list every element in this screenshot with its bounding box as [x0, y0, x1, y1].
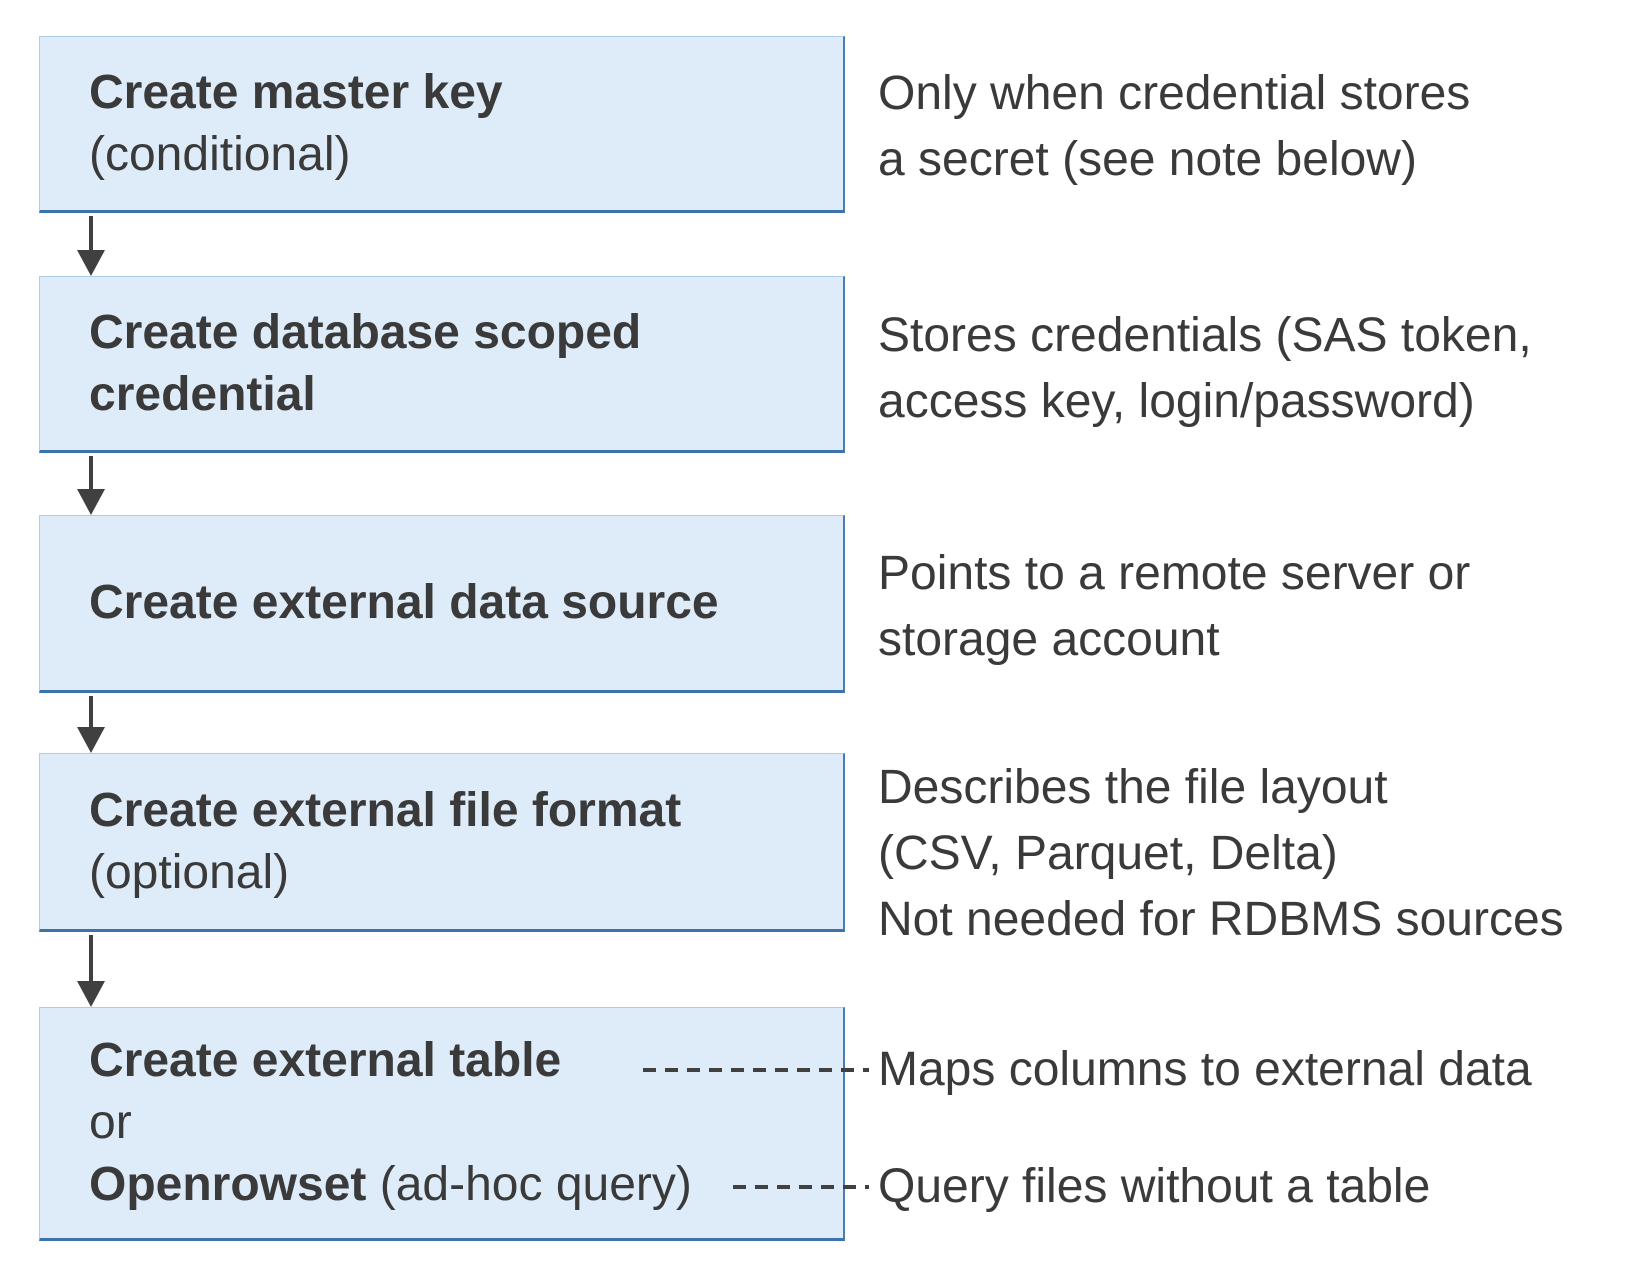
note-line: Maps columns to external data	[878, 1043, 1532, 1096]
dashed-connector-openrowset	[733, 1185, 869, 1189]
note-external-file-format: Describes the file layout (CSV, Parquet,…	[878, 755, 1564, 953]
arrow-shaft	[89, 216, 93, 250]
note-line: Stores credentials (SAS token,	[878, 309, 1532, 362]
flow-box-create-external-table-or-openrowset: Create external table or Openrowset (ad-…	[39, 1007, 845, 1241]
flow-arrow-down-4	[77, 935, 105, 1007]
box-title: Create external table	[89, 1034, 562, 1087]
arrow-head-down-icon	[77, 250, 105, 276]
flow-box-create-external-file-format: Create external file format (optional)	[39, 753, 845, 932]
note-database-scoped-credential: Stores credentials (SAS token, access ke…	[878, 303, 1532, 435]
arrow-shaft	[89, 456, 93, 489]
box-or-label: or	[89, 1096, 132, 1149]
box-title: Create external data source	[89, 576, 719, 629]
flow-box-create-master-key: Create master key (conditional)	[39, 36, 845, 213]
arrow-shaft	[89, 935, 93, 981]
note-line: Query files without a table	[878, 1160, 1431, 1213]
note-line: Not needed for RDBMS sources	[878, 893, 1564, 946]
box-subtitle: (conditional)	[89, 127, 351, 181]
box-title: Create external file format	[89, 783, 682, 837]
note-line: Points to a remote server or	[878, 547, 1471, 600]
flow-arrow-down-1	[77, 216, 105, 276]
flow-arrow-down-2	[77, 456, 105, 515]
note-external-table: Maps columns to external data	[878, 1037, 1532, 1103]
box-title: Create master key	[89, 65, 503, 119]
box-title: Create database scoped	[89, 305, 642, 359]
note-openrowset: Query files without a table	[878, 1154, 1430, 1220]
flow-box-create-database-scoped-credential: Create database scoped credential	[39, 276, 845, 453]
dashed-connector-external-table	[643, 1068, 869, 1072]
note-line: Only when credential stores	[878, 67, 1471, 120]
note-master-key: Only when credential stores a secret (se…	[878, 61, 1470, 193]
note-line: Describes the file layout	[878, 761, 1388, 814]
arrow-head-down-icon	[77, 981, 105, 1007]
note-external-data-source: Points to a remote server or storage acc…	[878, 541, 1470, 673]
arrow-head-down-icon	[77, 489, 105, 515]
box-openrowset-keyword: Openrowset	[89, 1158, 367, 1211]
box-subtitle: (optional)	[89, 845, 290, 899]
box-title-line-2: credential	[89, 367, 316, 421]
flow-box-create-external-data-source: Create external data source	[39, 515, 845, 693]
note-line: (CSV, Parquet, Delta)	[878, 827, 1338, 880]
arrow-head-down-icon	[77, 727, 105, 753]
note-line: storage account	[878, 613, 1220, 666]
box-openrowset-line: Openrowset (ad-hoc query)	[89, 1154, 843, 1216]
flow-arrow-down-3	[77, 696, 105, 753]
box-openrowset-qualifier: (ad-hoc query)	[366, 1158, 692, 1211]
note-line: a secret (see note below)	[878, 133, 1417, 186]
arrow-shaft	[89, 696, 93, 727]
note-line: access key, login/password)	[878, 375, 1475, 428]
